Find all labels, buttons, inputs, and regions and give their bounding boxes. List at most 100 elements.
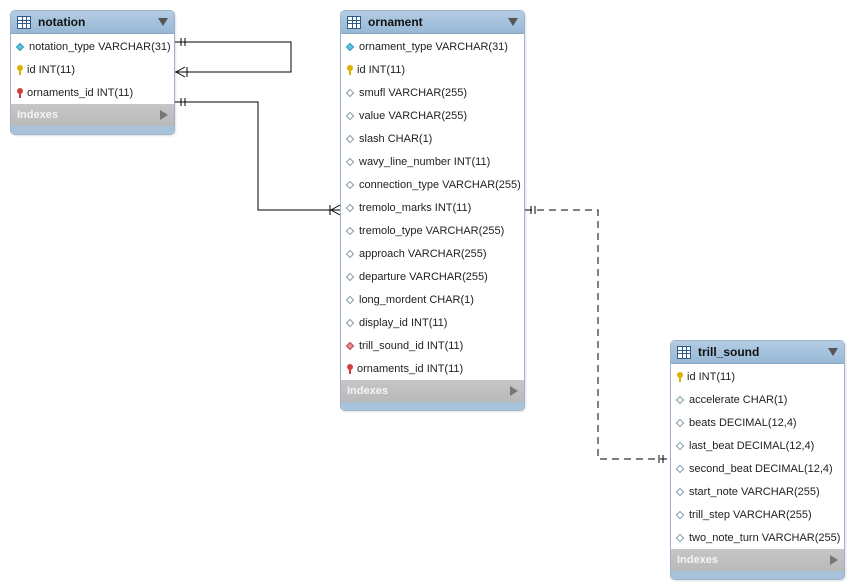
column-label: trill_sound_id INT(11): [359, 339, 464, 352]
column-row[interactable]: connection_type VARCHAR(255): [341, 173, 524, 196]
column-diamond-icon: [675, 464, 685, 473]
column-diamond-icon: [345, 203, 355, 212]
column-label: connection_type VARCHAR(255): [359, 178, 521, 191]
column-filled-diamond-icon: [345, 42, 355, 51]
primary-key-icon: [677, 372, 683, 382]
table-header[interactable]: ornament: [341, 11, 524, 34]
table-icon: [347, 15, 361, 29]
column-label: ornaments_id INT(11): [27, 86, 134, 99]
indexes-bar[interactable]: Indexes: [671, 549, 844, 571]
column-row[interactable]: approach VARCHAR(255): [341, 242, 524, 265]
column-row[interactable]: departure VARCHAR(255): [341, 265, 524, 288]
notation-self-relationship: [175, 38, 292, 78]
column-label: last_beat DECIMAL(12,4): [689, 439, 815, 452]
expand-arrow-icon[interactable]: [160, 110, 168, 120]
table-trill-sound[interactable]: trill_sound id INT(11) accelerate CHAR(1…: [670, 340, 845, 580]
column-row[interactable]: id INT(11): [11, 58, 174, 81]
column-label: slash CHAR(1): [359, 132, 433, 145]
indexes-label: Indexes: [347, 385, 388, 397]
column-row[interactable]: id INT(11): [341, 58, 524, 81]
column-row[interactable]: trill_step VARCHAR(255): [671, 503, 844, 526]
indexes-bar[interactable]: Indexes: [11, 104, 174, 126]
column-diamond-icon: [345, 157, 355, 166]
column-diamond-icon: [345, 272, 355, 281]
collapse-chevron-icon[interactable]: [508, 18, 518, 26]
column-diamond-icon: [675, 510, 685, 519]
table-ornament[interactable]: ornament ornament_type VARCHAR(31) id IN…: [340, 10, 525, 411]
column-label: ornament_type VARCHAR(31): [359, 40, 508, 53]
column-row[interactable]: notation_type VARCHAR(31): [11, 35, 174, 58]
table-header[interactable]: trill_sound: [671, 341, 844, 364]
column-label: departure VARCHAR(255): [359, 270, 488, 283]
column-label: beats DECIMAL(12,4): [689, 416, 797, 429]
column-row[interactable]: long_mordent CHAR(1): [341, 288, 524, 311]
column-row[interactable]: smufl VARCHAR(255): [341, 81, 524, 104]
column-row[interactable]: two_note_turn VARCHAR(255): [671, 526, 844, 549]
primary-key-icon: [17, 65, 23, 75]
table-notation[interactable]: notation notation_type VARCHAR(31) id IN…: [10, 10, 175, 135]
column-label: long_mordent CHAR(1): [359, 293, 474, 306]
column-row[interactable]: tremolo_type VARCHAR(255): [341, 219, 524, 242]
column-list: id INT(11) accelerate CHAR(1) beats DECI…: [671, 364, 844, 549]
column-row[interactable]: value VARCHAR(255): [341, 104, 524, 127]
column-row[interactable]: ornaments_id INT(11): [11, 81, 174, 104]
column-row[interactable]: tremolo_marks INT(11): [341, 196, 524, 219]
column-diamond-icon: [345, 180, 355, 189]
foreign-key-icon: [17, 88, 23, 98]
column-row[interactable]: ornaments_id INT(11): [341, 357, 524, 380]
column-label: id INT(11): [687, 370, 736, 383]
column-label: accelerate CHAR(1): [689, 393, 788, 406]
indexes-bar[interactable]: Indexes: [341, 380, 524, 402]
column-row[interactable]: display_id INT(11): [341, 311, 524, 334]
column-label: second_beat DECIMAL(12,4): [689, 462, 833, 475]
primary-key-icon: [347, 65, 353, 75]
column-row[interactable]: trill_sound_id INT(11): [341, 334, 524, 357]
column-label: id INT(11): [357, 63, 406, 76]
column-label: start_note VARCHAR(255): [689, 485, 820, 498]
column-label: two_note_turn VARCHAR(255): [689, 531, 841, 544]
table-icon: [17, 15, 31, 29]
column-label: smufl VARCHAR(255): [359, 86, 467, 99]
table-header[interactable]: notation: [11, 11, 174, 34]
column-row[interactable]: id INT(11): [671, 365, 844, 388]
column-diamond-icon: [345, 295, 355, 304]
column-row[interactable]: last_beat DECIMAL(12,4): [671, 434, 844, 457]
column-row[interactable]: beats DECIMAL(12,4): [671, 411, 844, 434]
ornament-trill-sound-relationship: [525, 206, 670, 463]
column-list: ornament_type VARCHAR(31) id INT(11) smu…: [341, 34, 524, 380]
column-label: display_id INT(11): [359, 316, 448, 329]
column-label: tremolo_type VARCHAR(255): [359, 224, 505, 237]
column-row[interactable]: slash CHAR(1): [341, 127, 524, 150]
column-label: ornaments_id INT(11): [357, 362, 464, 375]
collapse-chevron-icon[interactable]: [158, 18, 168, 26]
notation-ornament-relationship: [175, 98, 341, 216]
column-row[interactable]: second_beat DECIMAL(12,4): [671, 457, 844, 480]
expand-arrow-icon[interactable]: [830, 555, 838, 565]
column-diamond-icon: [345, 88, 355, 97]
column-label: id INT(11): [27, 63, 76, 76]
column-list: notation_type VARCHAR(31) id INT(11) orn…: [11, 34, 174, 104]
column-diamond-icon: [345, 249, 355, 258]
column-row[interactable]: ornament_type VARCHAR(31): [341, 35, 524, 58]
column-row[interactable]: wavy_line_number INT(11): [341, 150, 524, 173]
column-row[interactable]: accelerate CHAR(1): [671, 388, 844, 411]
column-diamond-icon: [345, 134, 355, 143]
column-label: trill_step VARCHAR(255): [689, 508, 812, 521]
column-label: tremolo_marks INT(11): [359, 201, 472, 214]
column-diamond-icon: [675, 418, 685, 427]
column-diamond-icon: [675, 487, 685, 496]
table-footer: [671, 571, 844, 579]
column-label: approach VARCHAR(255): [359, 247, 487, 260]
column-row[interactable]: start_note VARCHAR(255): [671, 480, 844, 503]
collapse-chevron-icon[interactable]: [828, 348, 838, 356]
table-icon: [677, 345, 691, 359]
column-label: notation_type VARCHAR(31): [29, 40, 171, 53]
column-label: wavy_line_number INT(11): [359, 155, 491, 168]
column-diamond-icon: [675, 441, 685, 450]
column-diamond-icon: [675, 533, 685, 542]
column-diamond-icon: [345, 111, 355, 120]
expand-arrow-icon[interactable]: [510, 386, 518, 396]
column-diamond-icon: [675, 395, 685, 404]
table-name: ornament: [368, 15, 423, 29]
